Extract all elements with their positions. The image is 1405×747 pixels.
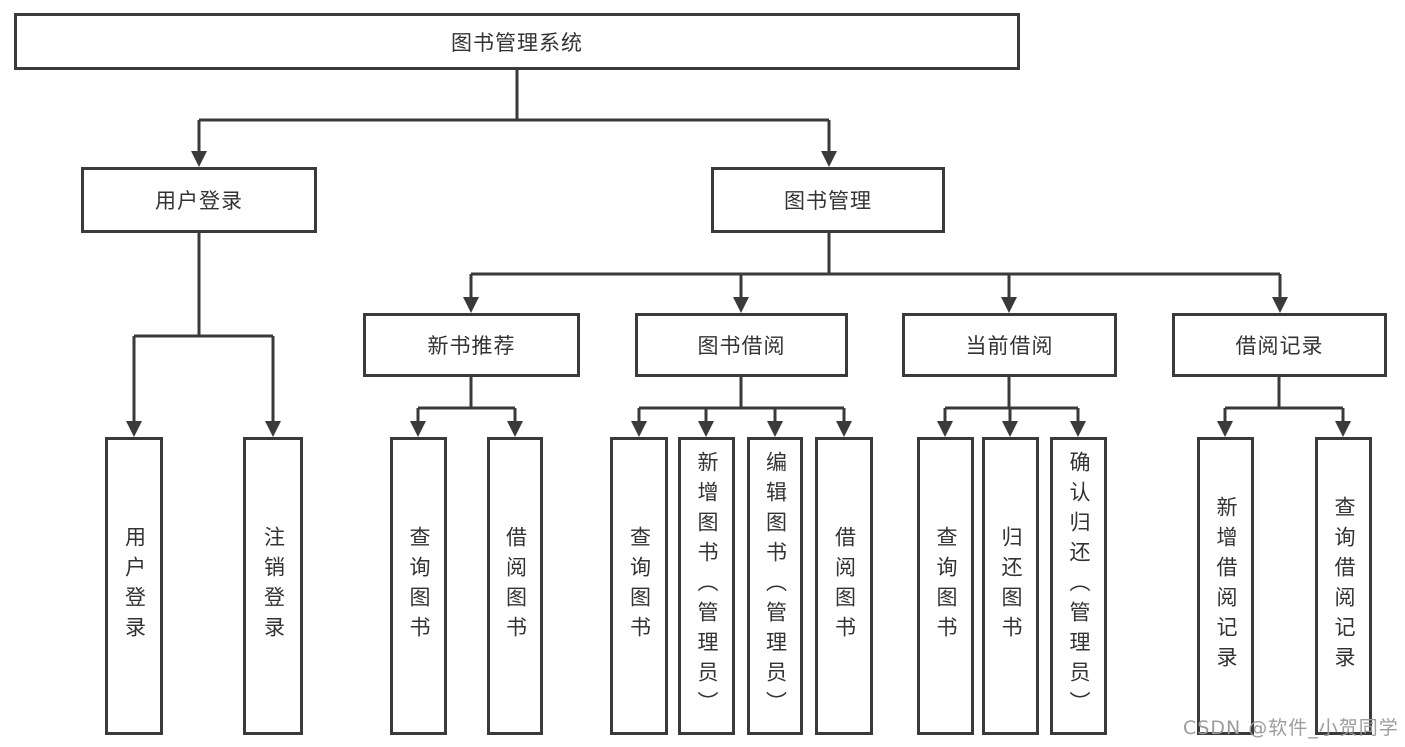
connector-new-book-split xyxy=(416,377,517,422)
leaf-newbook-query-books-label: 查询图书 xyxy=(407,526,431,646)
node-user-login-label: 用户登录 xyxy=(155,189,243,213)
leaf-user-login-label: 用户登录 xyxy=(122,526,147,646)
connector-current-split xyxy=(943,377,1080,422)
leaf-records-query-record-label: 查询借阅记录 xyxy=(1332,496,1356,676)
leaf-borrow-add-books-admin: 新增图书（管理员） xyxy=(678,437,735,735)
leaf-newbook-query-books: 查询图书 xyxy=(390,437,447,735)
leaf-borrow-edit-books-admin-label: 编辑图书（管理员） xyxy=(763,451,788,721)
node-user-login: 用户登录 xyxy=(81,167,317,233)
connector-borrow-split xyxy=(637,377,846,422)
connector-book-management-split xyxy=(469,233,1282,298)
connector-root-split xyxy=(197,70,831,152)
leaf-borrow-query-books: 查询图书 xyxy=(610,437,668,735)
node-borrow-records: 借阅记录 xyxy=(1172,313,1387,377)
node-root: 图书管理系统 xyxy=(14,13,1020,70)
node-current-borrow-label: 当前借阅 xyxy=(965,334,1054,358)
node-book-management: 图书管理 xyxy=(711,167,945,233)
leaf-newbook-borrow-books-label: 借阅图书 xyxy=(503,526,528,646)
leaf-records-query-record: 查询借阅记录 xyxy=(1315,437,1372,735)
leaf-logout-login: 注销登录 xyxy=(243,437,303,735)
leaf-current-query-books: 查询图书 xyxy=(917,437,974,735)
node-new-book-recommend: 新书推荐 xyxy=(363,313,580,377)
leaf-logout-login-label: 注销登录 xyxy=(261,526,286,646)
node-book-management-label: 图书管理 xyxy=(784,189,872,213)
node-borrow-records-label: 借阅记录 xyxy=(1235,334,1324,358)
watermark: CSDN @软件_小贺同学 xyxy=(1183,717,1399,739)
connector-records-split xyxy=(1223,377,1345,422)
leaf-current-return-books-label: 归还图书 xyxy=(999,526,1023,646)
node-new-book-recommend-label: 新书推荐 xyxy=(427,334,516,358)
node-root-label: 图书管理系统 xyxy=(451,30,583,55)
node-current-borrow: 当前借阅 xyxy=(902,313,1117,377)
node-book-borrow: 图书借阅 xyxy=(635,313,848,377)
connector-user-login-split xyxy=(132,233,275,422)
leaf-current-confirm-return-admin-label: 确认归还（管理员） xyxy=(1067,451,1091,721)
leaf-borrow-query-books-label: 查询图书 xyxy=(627,526,652,646)
leaf-current-query-books-label: 查询图书 xyxy=(934,526,958,646)
leaf-records-add-record-label: 新增借阅记录 xyxy=(1214,496,1238,676)
leaf-borrow-edit-books-admin: 编辑图书（管理员） xyxy=(747,437,803,735)
node-book-borrow-label: 图书借阅 xyxy=(697,334,786,358)
leaf-records-add-record: 新增借阅记录 xyxy=(1197,437,1254,735)
leaf-borrow-borrow-books: 借阅图书 xyxy=(815,437,873,735)
leaf-current-return-books: 归还图书 xyxy=(982,437,1039,735)
leaf-borrow-borrow-books-label: 借阅图书 xyxy=(832,526,857,646)
leaf-borrow-add-books-admin-label: 新增图书（管理员） xyxy=(695,451,719,721)
leaf-current-confirm-return-admin: 确认归还（管理员） xyxy=(1050,437,1107,735)
leaf-newbook-borrow-books: 借阅图书 xyxy=(487,437,543,735)
leaf-user-login: 用户登录 xyxy=(105,437,163,735)
